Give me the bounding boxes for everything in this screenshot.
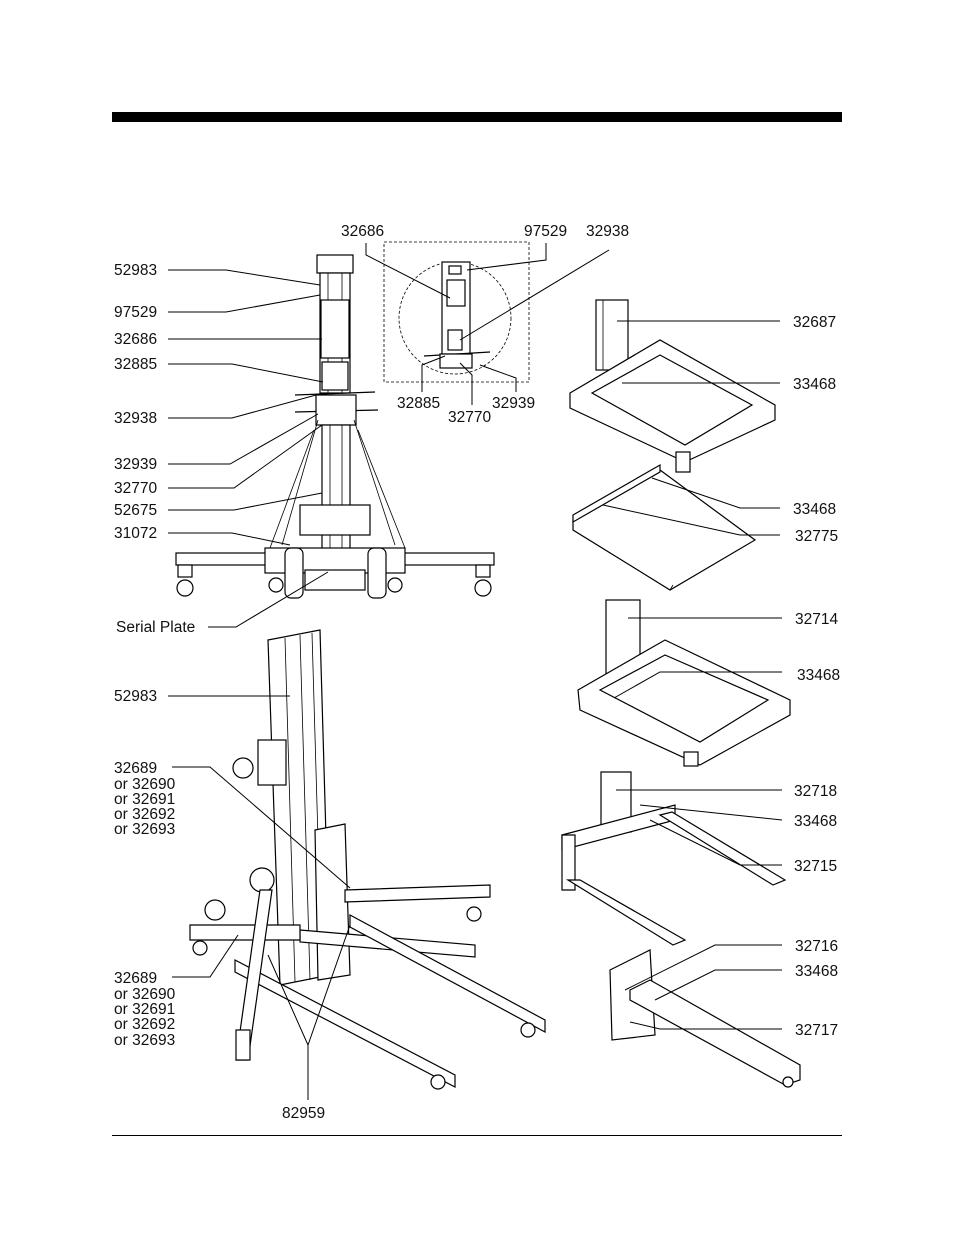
- callout-33468-c: 33468: [797, 667, 840, 684]
- callout-32939-detail: 32939: [492, 395, 535, 412]
- callout-32939-top: 32939: [114, 456, 157, 473]
- callout-33468-a: 33468: [793, 376, 836, 393]
- callout-32938-top: 32938: [114, 410, 157, 427]
- callout-32938-detail: 32938: [586, 223, 629, 240]
- callout-32770-detail: 32770: [448, 409, 491, 426]
- accessory-32775-tray: [572, 463, 757, 591]
- callout-52983-top: 52983: [114, 262, 157, 279]
- callout-33468-d: 33468: [794, 813, 837, 830]
- callout-32714: 32714: [795, 611, 838, 628]
- callout-32715: 32715: [794, 858, 837, 875]
- callout-97529-top: 97529: [114, 304, 157, 321]
- callout-32686-top: 32686: [114, 331, 157, 348]
- callout-32716: 32716: [795, 938, 838, 955]
- callout-52983-lower: 52983: [114, 688, 157, 705]
- footer-rule: [112, 1135, 842, 1136]
- header-rule: [112, 112, 842, 122]
- callout-32687: 32687: [793, 314, 836, 331]
- callout-32775: 32775: [795, 528, 838, 545]
- callout-32885-top: 32885: [114, 356, 157, 373]
- accessory-32716-jib: [609, 949, 801, 1088]
- callout-32770-top: 32770: [114, 480, 157, 497]
- callout-82959: 82959: [282, 1105, 325, 1122]
- callout-labels: 52983 97529 32686 32885 32938 32939 3277…: [114, 223, 840, 1122]
- callout-serial-plate: Serial Plate: [116, 619, 195, 636]
- callout-31072-top: 31072: [114, 525, 157, 542]
- callout-52675-top: 52675: [114, 502, 157, 519]
- accessory-32687-frame: [569, 299, 776, 473]
- accessory-32715-forks: [561, 771, 787, 946]
- callout-winch-set1-line3: or 32691: [114, 791, 175, 808]
- callout-33468-b: 33468: [793, 501, 836, 518]
- callout-winch-set2-line5: or 32693: [114, 1032, 175, 1049]
- lift-front-view: [175, 254, 495, 599]
- lift-isometric-view: [189, 629, 546, 1090]
- callout-winch-set1-line2: or 32690: [114, 776, 176, 793]
- callout-winch-set2-line3: or 32691: [114, 1001, 175, 1018]
- callout-32717: 32717: [795, 1022, 838, 1039]
- callout-32718: 32718: [794, 783, 837, 800]
- callout-winch-set1-line5: or 32693: [114, 821, 175, 838]
- callout-winch-set1-line1: 32689: [114, 760, 157, 777]
- callout-winch-set2-line1: 32689: [114, 970, 157, 987]
- callout-33468-e: 33468: [795, 963, 838, 980]
- callout-winch-set2-line2: or 32690: [114, 986, 176, 1003]
- callout-32686-detail: 32686: [341, 223, 384, 240]
- callout-winch-set1-line4: or 32692: [114, 806, 175, 823]
- callout-32885-detail: 32885: [397, 395, 440, 412]
- callout-97529-detail: 97529: [524, 223, 567, 240]
- callout-winch-set2-line4: or 32692: [114, 1016, 175, 1033]
- leader-lines: [168, 243, 783, 1100]
- winch-detail-inset: [383, 241, 530, 383]
- accessory-32714-frame: [577, 599, 791, 767]
